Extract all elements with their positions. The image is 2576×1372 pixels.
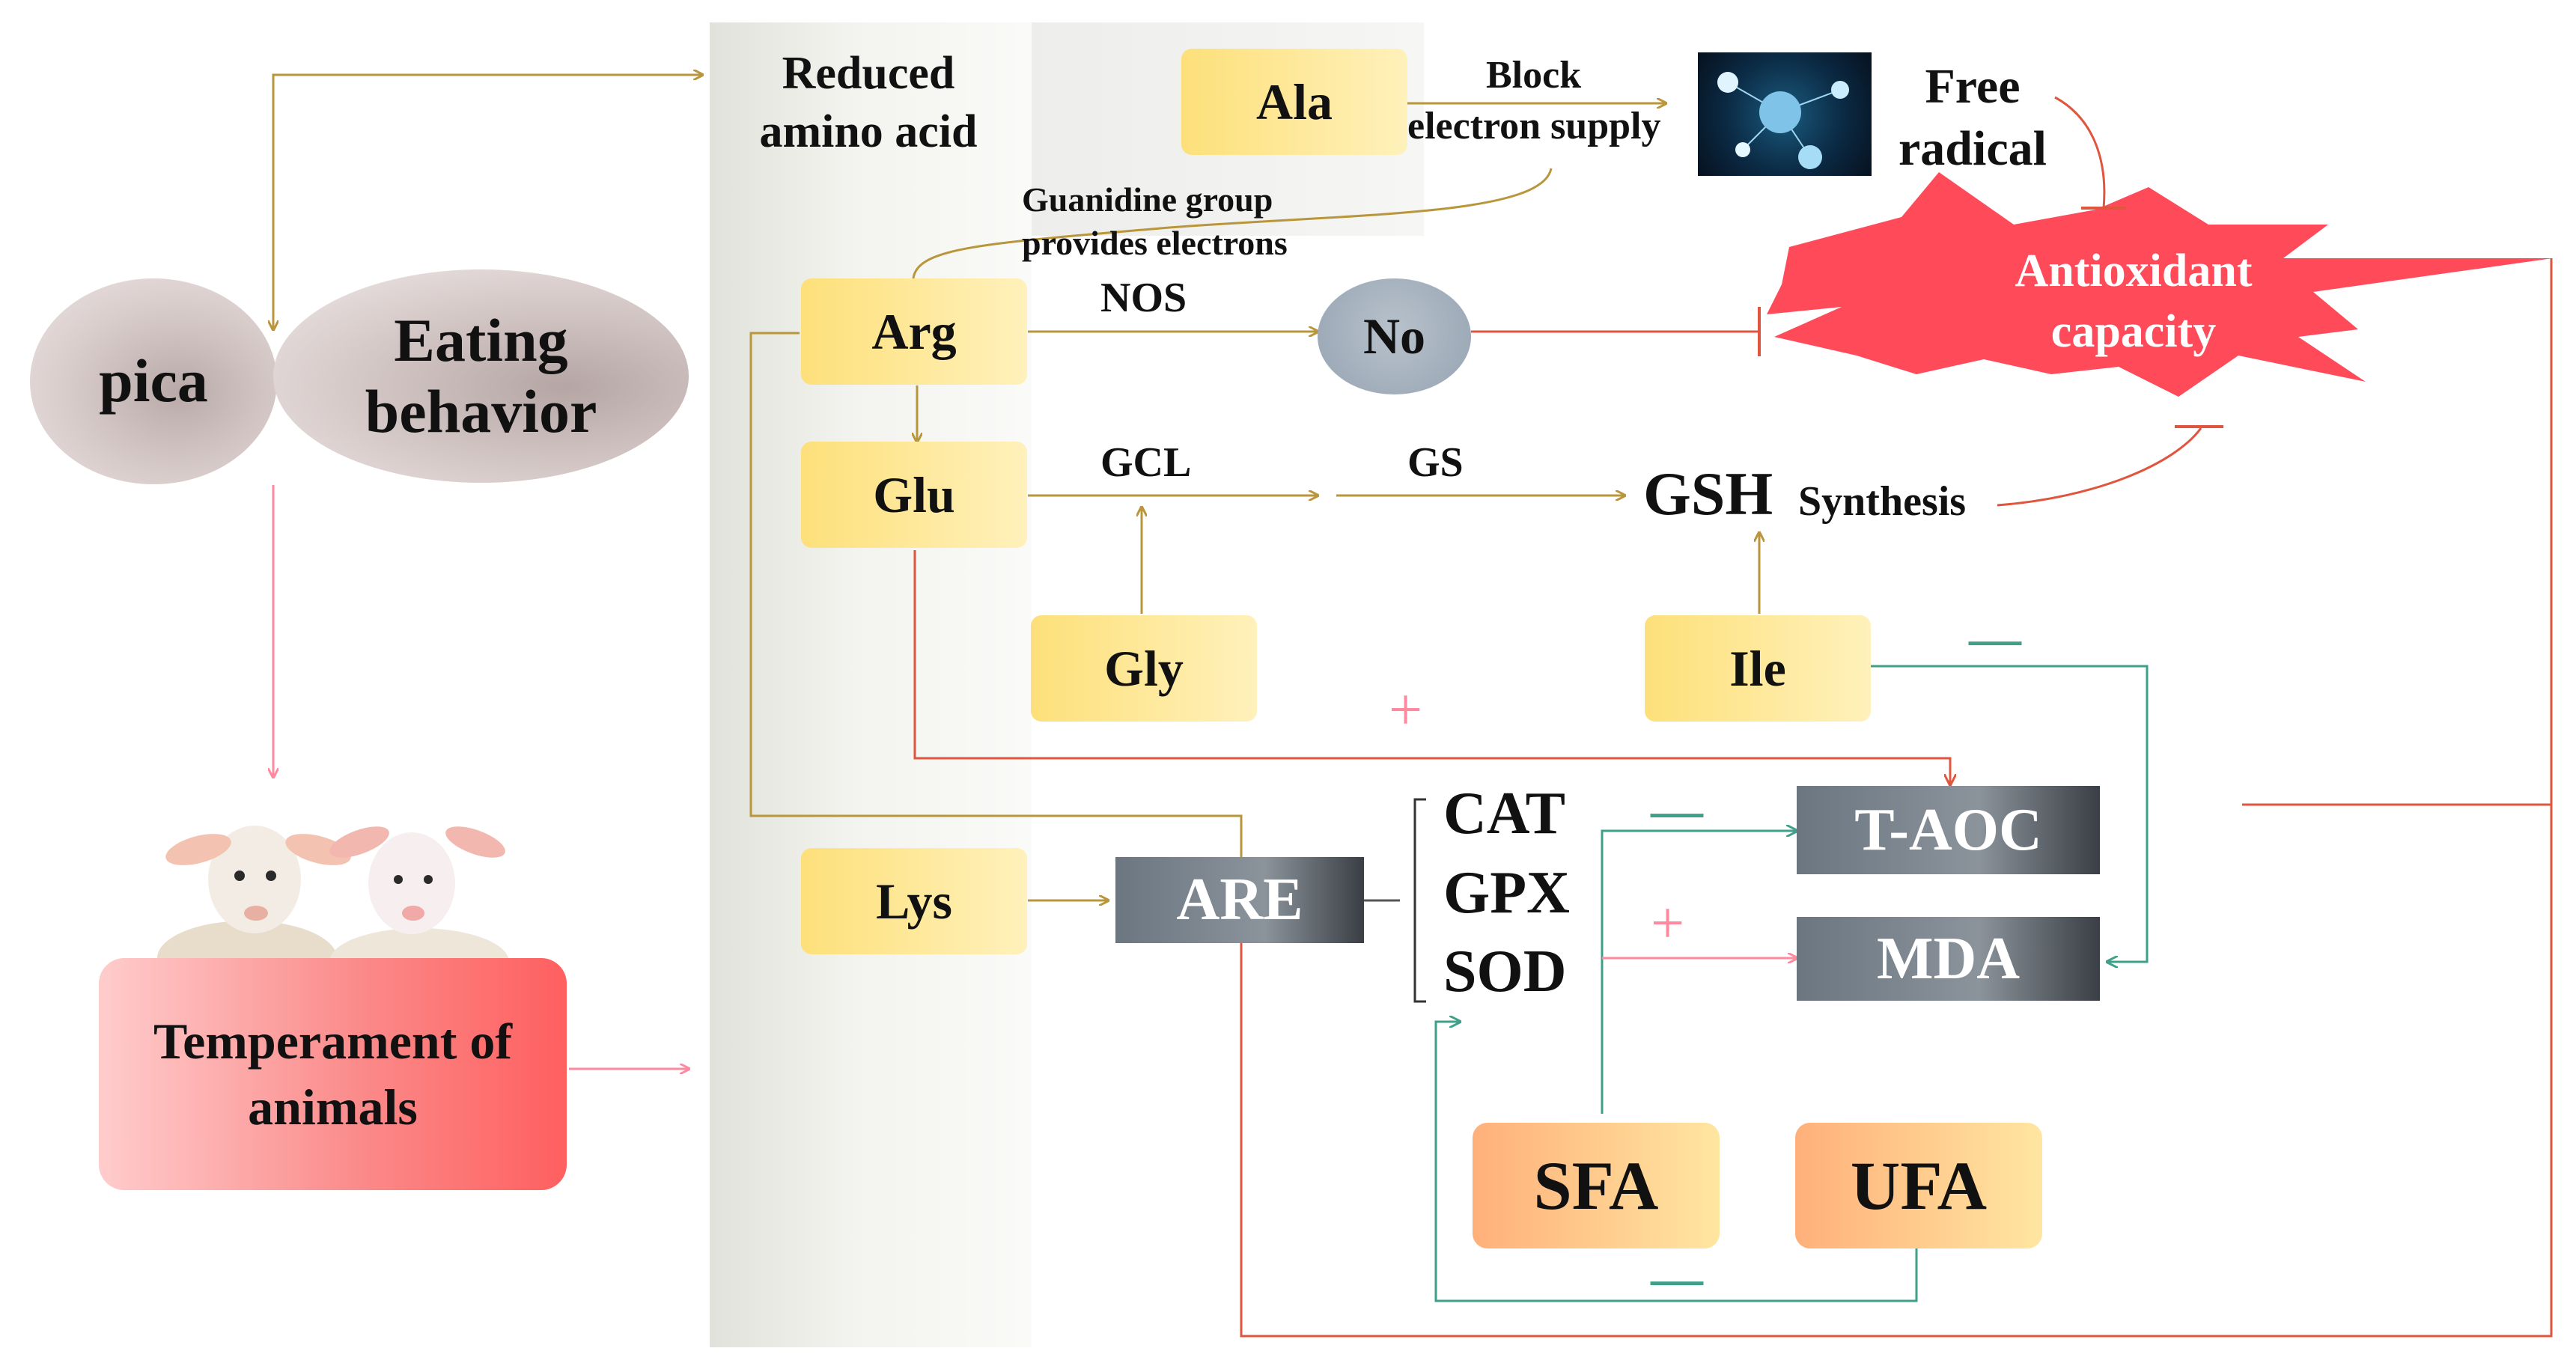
ala-box: Ala [1181,49,1407,155]
no-circle: No [1318,278,1471,394]
guanidine-label: Guanidine group provides electrons [1022,180,1288,262]
enzyme-sod: SOD [1443,939,1567,1005]
temperament-box: Temperament of animals [99,958,567,1190]
arg-box: Arg [801,278,1027,385]
taoc-box: T-AOC [1797,786,2100,874]
sfa-box: SFA [1473,1123,1720,1248]
free-radical-image [1698,52,1872,176]
enzyme-bracket [1413,798,1426,1003]
gly-box: Gly [1031,615,1257,722]
arrow-ile-to-mda [1870,665,2149,962]
ile-box: Ile [1645,615,1871,722]
antioxidant-capacity-label: Antioxidant capacity [2015,246,2253,357]
gsh-inhibition [1997,427,2202,507]
pica-oval: pica [30,278,277,484]
guanidine-curve [912,168,1553,279]
minus-sign-ile: — [1969,610,2021,668]
are-box: ARE [1115,857,1364,943]
plus-sign-sfa-mda: + [1651,891,1685,957]
enzyme-list: CAT GPX SOD [1443,775,1570,1012]
sheep-illustration [157,826,509,981]
enzyme-cat: CAT [1443,781,1565,847]
arrow-sfa-to-taoc [1601,831,1797,1114]
gcl-label: GCL [1100,439,1192,486]
free-radical-label: Free radical [1898,59,2047,176]
lys-box: Lys [801,848,1027,954]
reduced-amino-acid-title: Reduced amino acid [759,48,978,157]
minus-sign-ufa: — [1651,1250,1703,1308]
molecule-icon [1717,72,1849,169]
amino-acid-band [710,22,1032,1347]
electron-supply-label: electron supply [1407,105,1661,147]
block-label: Block [1486,54,1582,97]
are-loop-line [1240,258,2553,1338]
ufa-box: UFA [1795,1123,2042,1248]
synthesis-label: Synthesis [1798,478,1967,525]
nos-label: NOS [1100,275,1187,321]
eating-behavior-oval: Eating behavior [273,269,689,483]
plus-sign-glu: + [1389,677,1423,743]
arrow-glu-to-taoc [913,550,1950,784]
line-arg-to-are [749,332,1243,857]
antioxidant-starburst [1767,172,2553,397]
mda-box: MDA [1797,917,2100,1001]
glu-box: Glu [801,442,1027,548]
enzyme-gpx: GPX [1443,859,1570,926]
gs-label: GS [1407,439,1464,486]
gsh-label: GSH [1643,460,1773,528]
minus-sign-sfa-taoc: — [1651,782,1703,840]
free-radical-inhibition [2054,96,2106,209]
arrow-ufa-to-sod [1434,1022,1918,1302]
